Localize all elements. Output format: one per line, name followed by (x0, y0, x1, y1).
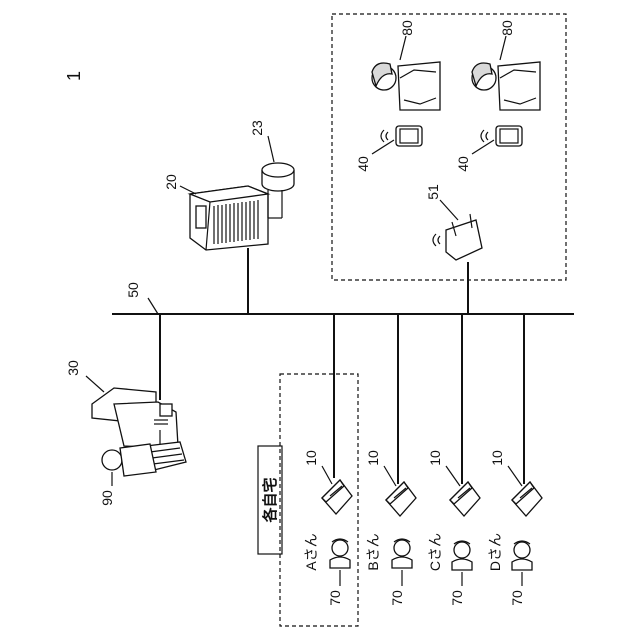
person-b-ref-label: 70 (389, 590, 405, 606)
staff-person-2: 80 (472, 20, 540, 110)
staff-person-1: 80 (372, 20, 440, 110)
server: 20 (163, 174, 268, 250)
network-bus: 50 (112, 282, 574, 314)
user-b-name: Bさん (365, 533, 381, 570)
router-ref-label: 51 (425, 184, 441, 200)
network-ref-label: 50 (125, 282, 141, 298)
staff-1-ref-label: 80 (399, 20, 415, 36)
device-a-ref-label: 10 (303, 450, 319, 466)
home-user-d: 10 Dさん 70 (487, 450, 542, 606)
tablet-2-ref-label: 40 (455, 156, 471, 172)
homes-label-box: 各自宅 (258, 446, 282, 554)
person-c-ref-label: 70 (449, 590, 465, 606)
user-a-icon (330, 539, 350, 568)
device-b-ref-label: 10 (365, 450, 381, 466)
user-b-icon (392, 539, 412, 568)
user-d-name: Dさん (487, 533, 503, 571)
homes-label: 各自宅 (261, 477, 279, 523)
user-a-name: Aさん (303, 533, 319, 570)
person-90: 90 (99, 444, 156, 506)
user-c-icon (452, 541, 472, 570)
user-d-icon (512, 541, 532, 570)
device-c-ref-label: 10 (427, 450, 443, 466)
system-ref-label: 1 (64, 71, 84, 81)
device-d-ref-label: 10 (489, 450, 505, 466)
user-c-name: Cさん (427, 533, 443, 571)
database-ref-label: 23 (249, 120, 265, 136)
home-user-b: 10 Bさん 70 (365, 450, 416, 606)
network-drops (160, 248, 524, 484)
person-a-ref-label: 70 (327, 590, 343, 606)
staff-2-ref-label: 80 (499, 20, 515, 36)
person-d-ref-label: 70 (509, 590, 525, 606)
tablet-1: 40 (355, 126, 422, 172)
tablet-1-ref-label: 40 (355, 156, 371, 172)
tablet-2: 40 (455, 126, 522, 172)
person-90-ref-label: 90 (99, 490, 115, 506)
router: 51 (425, 184, 482, 260)
home-user-a: 10 Aさん 70 (303, 450, 352, 606)
home-user-c: 10 Cさん 70 (427, 450, 480, 606)
terminal-ref-label: 30 (65, 360, 81, 376)
server-ref-label: 20 (163, 174, 179, 190)
